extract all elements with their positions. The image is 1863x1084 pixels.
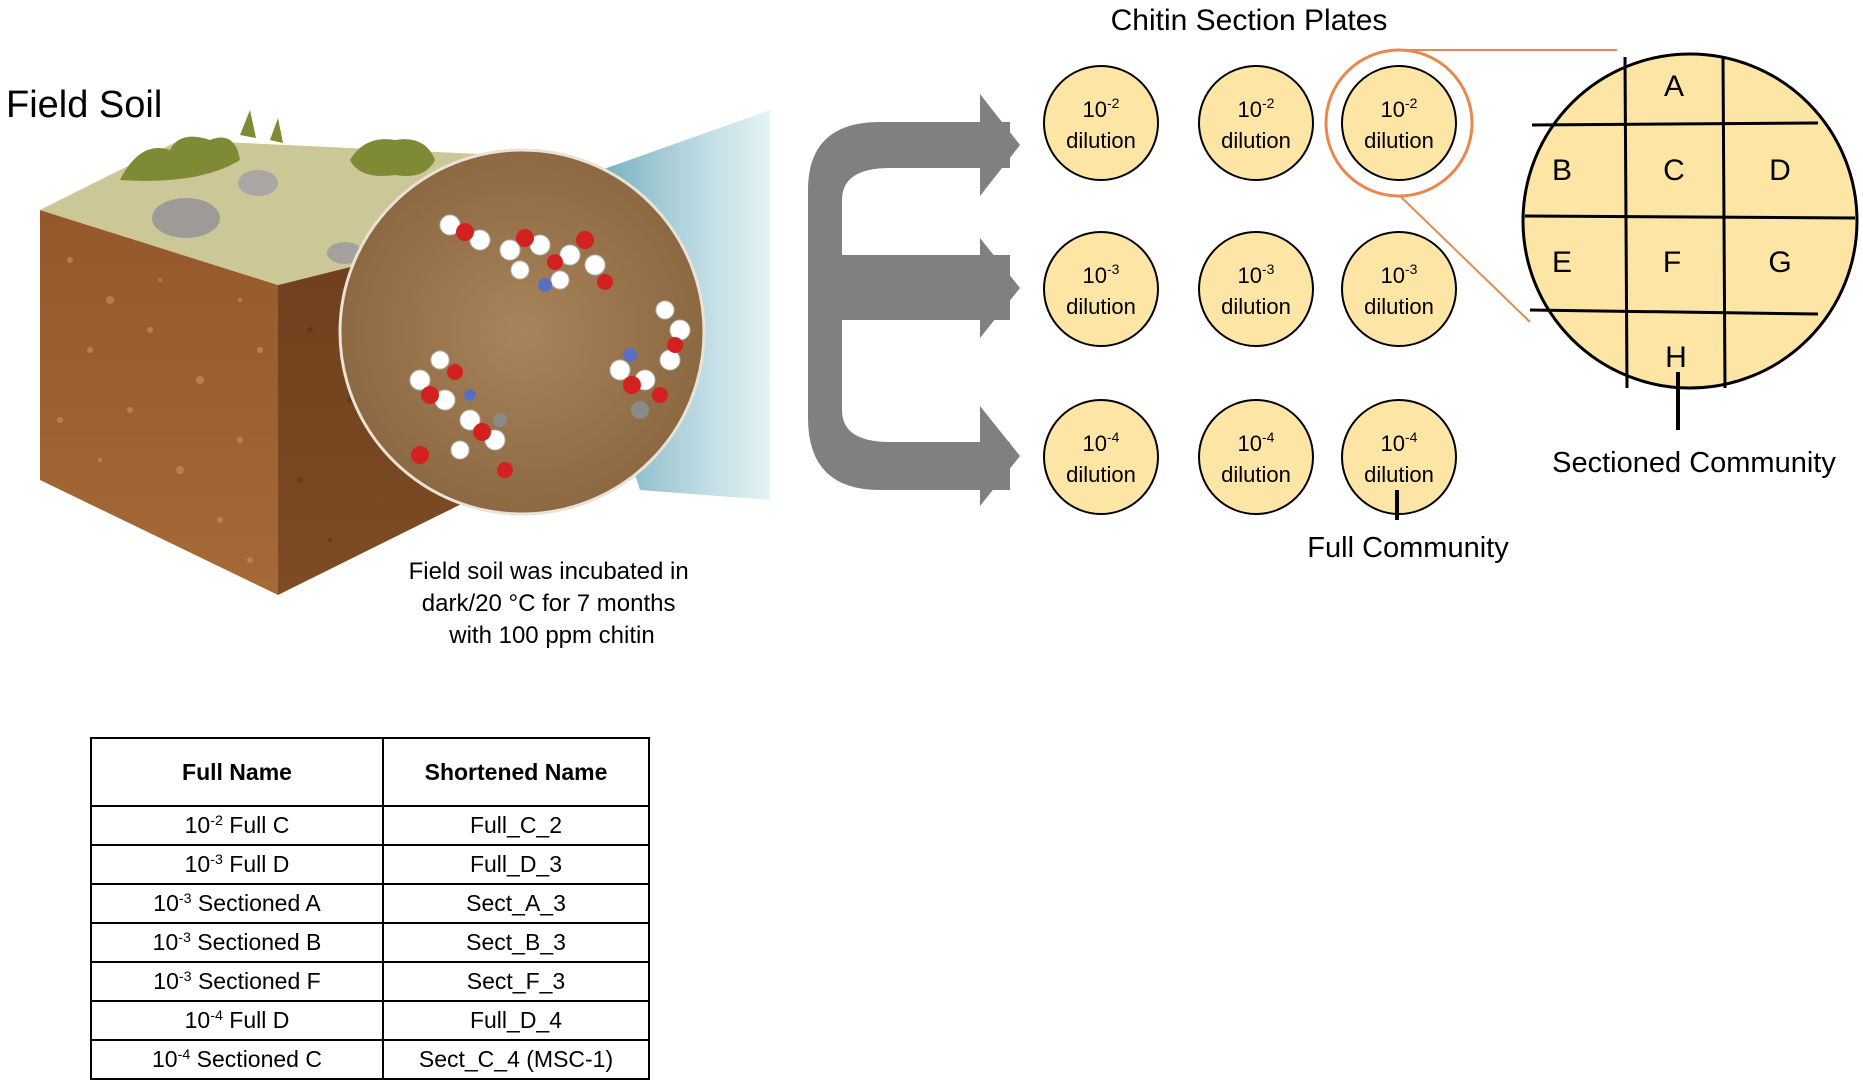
plate-circle <box>1198 231 1314 347</box>
plate-3-2: 10-4 dilution <box>1198 399 1314 515</box>
section-label-c: C <box>1663 154 1685 187</box>
shortened-name-cell: Sect_F_3 <box>382 961 650 1002</box>
arrow-head-middle <box>980 238 1020 338</box>
plates-grid: 10-2dilution10-2dilution10-2dilution10-3… <box>1043 65 1457 515</box>
full-name-cell: 10-3 Sectioned A <box>90 883 384 924</box>
plate-circle <box>1341 65 1457 181</box>
section-line-v2 <box>1721 56 1727 389</box>
branch-arrow <box>808 94 1020 506</box>
shortened-name-cell: Full_C_2 <box>382 805 650 846</box>
plate-circle <box>1341 231 1457 347</box>
section-label-h: H <box>1665 341 1687 374</box>
full-community-label: Full Community <box>1307 532 1509 564</box>
plate-dilution-label: dilution <box>1066 128 1136 153</box>
plate-circle <box>1198 65 1314 181</box>
plate-3-3: 10-4 dilution <box>1341 399 1457 515</box>
section-label-b: B <box>1552 154 1572 187</box>
plate-circle <box>1043 231 1159 347</box>
header-shortened-name: Shortened Name <box>382 737 650 807</box>
plate-dilution-power: 10-4 <box>1381 429 1418 456</box>
plate-dilution-power: 10-2 <box>1238 95 1275 122</box>
plate-circle <box>1043 399 1159 515</box>
plate-dilution-power: 10-3 <box>1083 261 1120 288</box>
section-line-h1 <box>1531 121 1819 127</box>
section-label-d: D <box>1769 154 1791 187</box>
shortened-name-cell: Full_D_3 <box>382 844 650 885</box>
section-labels: A B C D E F G H <box>1552 70 1792 374</box>
sectioned-plate <box>1521 52 1859 430</box>
plate-dilution-label: dilution <box>1066 462 1136 487</box>
incubation-caption: Field soil was incubated in dark/20 °C f… <box>409 558 696 649</box>
plate-dilution-label: dilution <box>1221 294 1291 319</box>
plate-1-3: 10-2 dilution <box>1341 65 1457 181</box>
caption-line-1: Field soil was incubated in <box>409 558 689 585</box>
plate-dilution-label: dilution <box>1066 294 1136 319</box>
plate-dilution-power: 10-3 <box>1381 261 1418 288</box>
plate-2-2: 10-3 dilution <box>1198 231 1314 347</box>
sectioned-community-label: Sectioned Community <box>1552 447 1836 479</box>
plate-dilution-label: dilution <box>1364 294 1434 319</box>
plate-dilution-power: 10-2 <box>1083 95 1120 122</box>
zoom-line-bottom <box>1399 195 1531 323</box>
full-name-cell: 10-2 Full C <box>90 805 384 846</box>
plate-circle <box>1198 399 1314 515</box>
header-full-name: Full Name <box>90 737 384 807</box>
plate-dilution-label: dilution <box>1364 128 1434 153</box>
chitin-molecules-zoom <box>338 148 706 516</box>
arrow-head-bottom <box>980 406 1020 506</box>
shortened-name-cell: Sect_B_3 <box>382 922 650 963</box>
plate-3-1: 10-4 dilution <box>1043 399 1159 515</box>
plate-dilution-label: dilution <box>1221 128 1291 153</box>
plate-dilution-label: dilution <box>1364 462 1434 487</box>
arrow-head-top <box>980 94 1020 196</box>
plates-title: Chitin Section Plates <box>1111 4 1388 37</box>
section-line-h3 <box>1529 308 1819 316</box>
section-label-g: G <box>1768 246 1791 279</box>
section-label-e: E <box>1552 246 1572 279</box>
plate-dilution-power: 10-2 <box>1381 95 1418 122</box>
plate-dilution-power: 10-4 <box>1238 429 1275 456</box>
plate-circle <box>1043 65 1159 181</box>
plate-dilution-power: 10-3 <box>1238 261 1275 288</box>
full-name-cell: 10-4 Sectioned C <box>90 1039 384 1080</box>
section-label-a: A <box>1664 70 1684 103</box>
plate-dilution-power: 10-4 <box>1083 429 1120 456</box>
plate-dilution-label: dilution <box>1221 462 1291 487</box>
full-name-cell: 10-3 Full D <box>90 844 384 885</box>
field-soil-label: Field Soil <box>6 84 162 126</box>
full-name-cell: 10-3 Sectioned B <box>90 922 384 963</box>
plate-1-2: 10-2 dilution <box>1198 65 1314 181</box>
shortened-name-cell: Sect_A_3 <box>382 883 650 924</box>
table-header-row: Full Name Shortened Name <box>90 737 650 807</box>
section-line-h2 <box>1524 214 1856 220</box>
plate-2-1: 10-3 dilution <box>1043 231 1159 347</box>
caption-line-2: dark/20 °C for 7 months <box>422 590 676 617</box>
full-name-cell: 10-3 Sectioned F <box>90 961 384 1002</box>
section-line-v1 <box>1623 56 1629 389</box>
section-label-f: F <box>1663 246 1681 279</box>
shortened-name-cell: Sect_C_4 (MSC-1) <box>382 1039 650 1080</box>
caption-line-3: with 100 ppm chitin <box>448 622 654 649</box>
plate-2-3: 10-3 dilution <box>1341 231 1457 347</box>
plate-1-1: 10-2 dilution <box>1043 65 1159 181</box>
full-name-cell: 10-4 Full D <box>90 1000 384 1041</box>
shortened-name-cell: Full_D_4 <box>382 1000 650 1041</box>
